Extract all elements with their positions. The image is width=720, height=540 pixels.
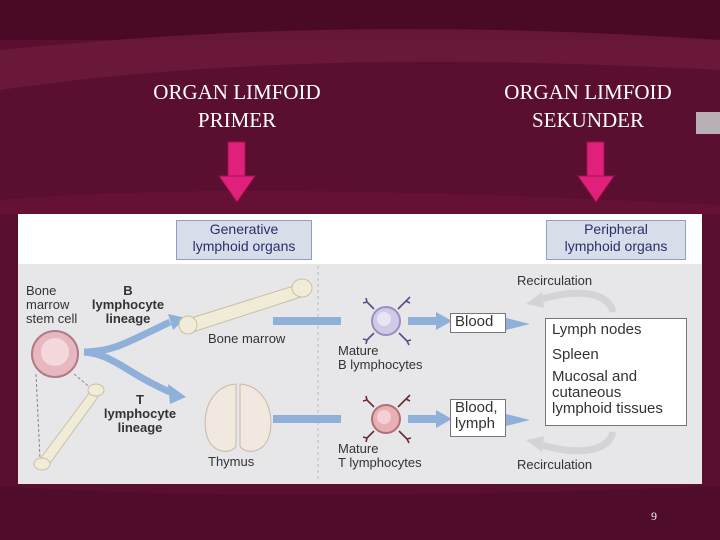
label-b-lineage-line1: B — [123, 283, 133, 298]
label-mature-b-line1: Mature — [338, 343, 379, 358]
label-mature-t-line2: T lymphocytes — [338, 455, 422, 470]
label-b-lymphocyte-lineage: B lymphocyte lineage — [88, 284, 168, 326]
header-peripheral-line1: Peripheral — [584, 221, 648, 237]
title-primary-line1: ORGAN LIMFOID — [153, 80, 321, 104]
label-bone-marrow: Bone marrow — [208, 331, 286, 346]
label-t-lymphocyte-lineage: T lymphocyte lineage — [100, 393, 180, 435]
down-arrow-left-icon — [218, 141, 256, 203]
box-blood-lymph-line2: lymph — [455, 415, 496, 432]
label-recirculation-bottom: Recirculation — [517, 457, 593, 472]
title-primary-line2: PRIMER — [197, 108, 277, 132]
label-stem-cell-line3: stem cell — [26, 311, 78, 326]
title-secondary-line1: ORGAN LIMFOID — [504, 80, 672, 104]
down-arrow-right-icon — [577, 141, 615, 203]
organ-lymph-nodes: Lymph nodes — [552, 321, 642, 338]
label-t-lineage-line2: lymphocyte — [103, 406, 177, 421]
label-thymus: Thymus — [208, 454, 255, 469]
title-primary-organs: ORGAN LIMFOID PRIMER — [117, 78, 357, 134]
lymphoid-organs-figure: Generative lymphoid organs Peripheral ly… — [18, 214, 702, 484]
label-stem-cell-line2: marrow — [26, 297, 70, 312]
label-t-lineage-line1: T — [136, 392, 144, 407]
page-number: 9 — [651, 509, 657, 523]
label-stem-cell-line1: Bone — [26, 283, 57, 298]
header-generative-lymphoid-organs: Generative lymphoid organs — [176, 220, 312, 260]
label-recirculation-top: Recirculation — [517, 273, 593, 288]
organ-mucosal-line3: lymphoid tissues — [552, 400, 663, 417]
label-mature-t-line1: Mature — [338, 441, 379, 456]
figure-drawing — [31, 266, 617, 482]
title-secondary-organs: ORGAN LIMFOID SEKUNDER — [468, 78, 708, 134]
label-bone-marrow-stem-cell: Bone marrow stem cell — [26, 284, 77, 326]
organ-spleen: Spleen — [552, 346, 599, 363]
organ-mucosal-cutaneous: Mucosal and cutaneous lymphoid tissues — [552, 369, 686, 417]
header-peripheral-line2: lymphoid organs — [564, 238, 668, 254]
header-peripheral-lymphoid-organs: Peripheral lymphoid organs — [546, 220, 686, 260]
label-b-lineage-line3: lineage — [105, 311, 151, 326]
organ-mucosal-line1: Mucosal and — [552, 368, 638, 385]
label-mature-b-lymphocytes: Mature B lymphocytes — [338, 344, 423, 372]
organ-mucosal-line2: cutaneous — [552, 384, 622, 401]
box-blood: Blood — [450, 313, 506, 333]
label-t-lineage-line3: lineage — [117, 420, 163, 435]
box-blood-lymph-line1: Blood, — [455, 399, 498, 416]
header-generative-line1: Generative — [209, 221, 279, 237]
label-mature-b-line2: B lymphocytes — [338, 357, 423, 372]
box-peripheral-organs-list: Lymph nodes Spleen Mucosal and cutaneous… — [545, 318, 687, 426]
header-generative-line2: lymphoid organs — [192, 238, 296, 254]
label-b-lineage-line2: lymphocyte — [91, 297, 165, 312]
label-mature-t-lymphocytes: Mature T lymphocytes — [338, 442, 422, 470]
box-blood-lymph: Blood, lymph — [450, 399, 506, 437]
title-secondary-line2: SEKUNDER — [531, 108, 644, 132]
